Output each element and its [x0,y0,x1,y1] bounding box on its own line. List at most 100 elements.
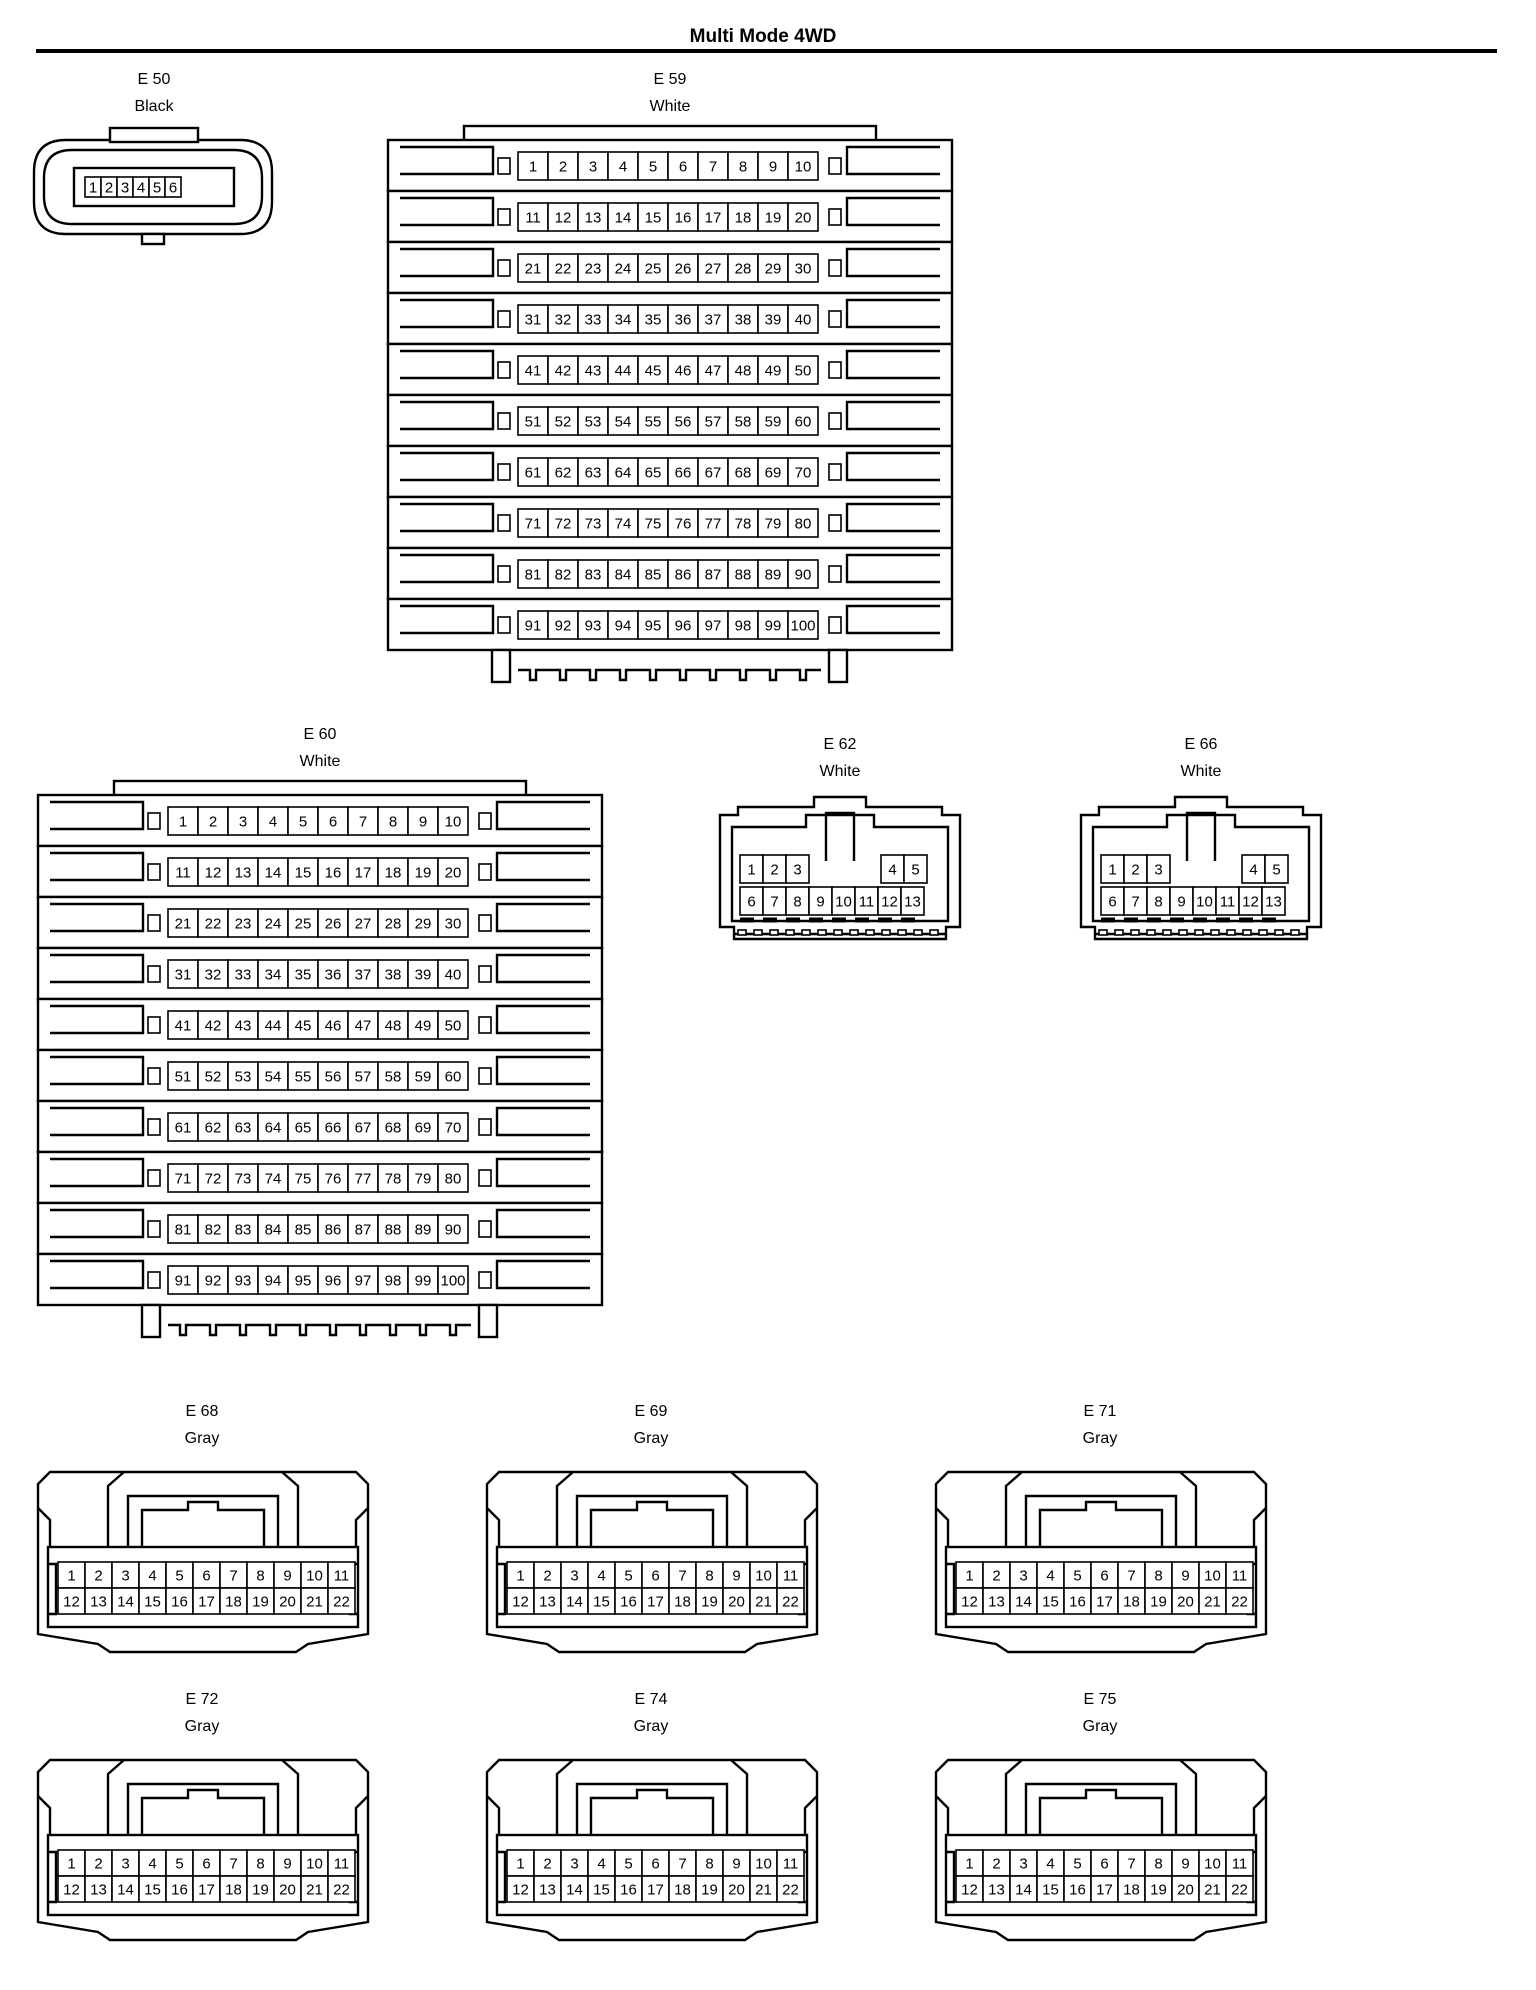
pin-number: 51 [525,414,542,431]
bottom-post [477,1303,499,1339]
pin-number: 74 [265,1171,282,1188]
pin-cell [697,151,729,181]
connector-id: E 59 [654,71,687,88]
pin-number: 53 [235,1069,252,1086]
pin-number: 37 [705,312,722,329]
pin-number: 3 [793,862,801,879]
pin-number: 22 [782,1594,799,1611]
pin-number: 5 [299,814,307,831]
row-marker [147,914,161,932]
pin-number: 10 [755,1568,772,1585]
latch-frame [1024,1782,1178,1835]
pin-number: 46 [325,1018,342,1035]
pin-cell [776,1875,805,1903]
pin-number: 7 [678,1568,686,1585]
pin-cell [776,1561,805,1589]
pin-number: 42 [555,363,572,380]
pin-number: 6 [679,159,687,176]
pin-cell [1225,1587,1254,1615]
pin-number: 2 [992,1568,1000,1585]
pin-number: 45 [645,363,662,380]
pin-number: 82 [205,1222,222,1239]
pin-cell [347,1061,379,1091]
row-slot-left [400,502,495,533]
pin-cell [327,1849,356,1877]
pin-number: 39 [765,312,782,329]
pin-cell [167,806,199,836]
pin-cell [257,857,289,887]
pin-number: 84 [265,1222,282,1239]
connector-id: E 62 [824,736,857,753]
pin-cell [347,1163,379,1193]
pin-number: 55 [645,414,662,431]
pin-number: 18 [1123,1882,1140,1899]
pin-number: 63 [235,1120,252,1137]
pin-number: 1 [965,1568,973,1585]
pin-number: 15 [593,1882,610,1899]
pin-cell [227,1112,259,1142]
pin-number: 33 [235,967,252,984]
pin-number: 10 [755,1856,772,1873]
pin-number: 90 [795,567,812,584]
pin-number: 17 [198,1882,215,1899]
row-slot-right [845,298,940,329]
bottom-tooth [785,929,795,936]
pin-cell [317,959,349,989]
connector-color: Gray [1083,1430,1118,1447]
pin-number: 87 [355,1222,372,1239]
pin-cell [84,1849,113,1877]
row-marker [478,1118,492,1136]
pin-number: 12 [1242,894,1259,911]
pin-number: 13 [90,1882,107,1899]
pin-cell [167,1265,199,1295]
bottom-tooth [1146,929,1156,936]
pin-cell [287,908,319,938]
latch-housing [106,1759,300,1835]
pin-number: 9 [283,1856,291,1873]
pin-number: 1 [67,1568,75,1585]
pin-number: 80 [445,1171,462,1188]
connector-color: Gray [634,1718,669,1735]
pin-cell [787,202,819,232]
pin-cell [437,806,469,836]
pin-number: 15 [1042,1882,1059,1899]
bottom-tooth [897,929,907,936]
bottom-tooth [1178,929,1188,936]
pin-number: 51 [175,1069,192,1086]
pin-number: 14 [1015,1594,1032,1611]
pin-cell [641,1587,670,1615]
row-slot-left [400,196,495,227]
pin-number: 95 [645,618,662,635]
connector-color: White [820,763,861,780]
pin-number: 11 [859,894,875,911]
row-marker [478,1067,492,1085]
pin-number: 7 [1127,1568,1135,1585]
pin-number: 32 [205,967,222,984]
pin-number: 54 [615,414,632,431]
pin-number: 70 [445,1120,462,1137]
pin-cell [197,1214,229,1244]
pin-cell [437,857,469,887]
pin-number: 80 [795,516,812,533]
pin-number: 63 [585,465,602,482]
pin-number: 8 [1154,1856,1162,1873]
side-notch-left [935,1795,950,1834]
bottom-tooth [1242,929,1252,936]
latch-housing [555,1759,749,1835]
pin-cell [517,202,549,232]
row-marker [478,1016,492,1034]
side-notch-right [1252,1795,1267,1834]
pin-number: 18 [735,210,752,227]
pin-number: 41 [525,363,542,380]
pin-number: 4 [597,1568,605,1585]
bottom-tooth [849,929,859,936]
pin-number: 34 [615,312,632,329]
row-slot-right [495,800,590,831]
pin-number: 45 [295,1018,312,1035]
pin-number: 69 [765,465,782,482]
pin-cell [197,1112,229,1142]
connector-color: White [300,753,341,770]
pin-number: 18 [674,1882,691,1899]
